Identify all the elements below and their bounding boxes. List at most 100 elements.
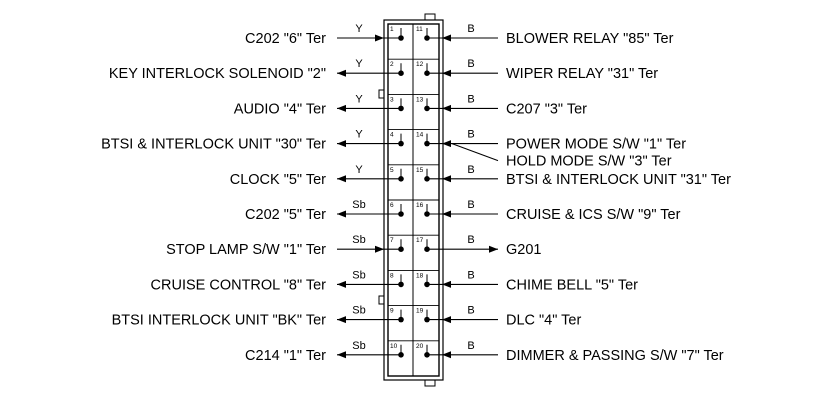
arrow-out [337, 210, 346, 218]
pin-number: 18 [416, 272, 424, 279]
pin-number: 4 [390, 132, 394, 139]
wire-color: B [467, 340, 474, 352]
left-pin-2: 2 Y KEY INTERLOCK SOLENOID "2" [109, 58, 404, 82]
right-pin-17: 17 B G201 [416, 234, 541, 258]
connector-outline [383, 19, 444, 381]
branch-wire [451, 143, 499, 162]
arrow-in [442, 175, 451, 183]
terminal-label: KEY INTERLOCK SOLENOID "2" [109, 66, 326, 82]
right-pin-18: 18 B CHIME BELL "5" Ter [416, 269, 638, 293]
pin-number: 17 [416, 237, 424, 244]
terminal-label: CLOCK "5" Ter [230, 172, 326, 188]
pin-number: 20 [416, 343, 424, 350]
wire-color: Y [355, 93, 363, 105]
pin-number: 2 [390, 61, 394, 68]
arrow-in [442, 316, 451, 324]
terminal-label: STOP LAMP S/W "1" Ter [166, 242, 326, 258]
arrow-in [442, 351, 451, 359]
pin-number: 3 [390, 96, 394, 103]
right-pin-11: 11 B BLOWER RELAY "85" Ter [416, 23, 674, 47]
wire-color: Y [355, 23, 363, 35]
wire-color: B [467, 58, 474, 70]
pin-number: 13 [416, 96, 424, 103]
wire-color: B [467, 93, 474, 105]
pin-number: 19 [416, 308, 424, 315]
arrow-in [442, 210, 451, 218]
terminal-label: CRUISE & ICS S/W "9" Ter [506, 207, 681, 223]
wire-color: Y [355, 58, 363, 70]
wire-color: Sb [352, 199, 365, 211]
hold-mode-branch: HOLD MODE S/W "3" Ter [451, 143, 672, 170]
terminal-label: BLOWER RELAY "85" Ter [506, 31, 674, 47]
terminal-label: BTSI INTERLOCK UNIT "BK" Ter [112, 313, 327, 329]
terminal-label: AUDIO "4" Ter [234, 101, 326, 117]
right-pin-13: 13 B C207 "3" Ter [416, 93, 587, 117]
wire-color: B [467, 234, 474, 246]
pin-number: 8 [390, 272, 394, 279]
wire-color: Sb [352, 305, 365, 317]
arrow-in [442, 280, 451, 288]
arrow-out [337, 316, 346, 324]
connector-body [378, 13, 444, 387]
terminal-label: CRUISE CONTROL "8" Ter [151, 277, 327, 293]
terminal-label: CHIME BELL "5" Ter [506, 277, 638, 293]
pin-number: 12 [416, 61, 424, 68]
connector-latch-bottom [424, 379, 436, 387]
wire-color: B [467, 199, 474, 211]
terminal-label: C214 "1" Ter [245, 348, 326, 364]
wire-color: B [467, 269, 474, 281]
arrow-out [337, 104, 346, 112]
terminal-label: POWER MODE S/W "1" Ter [506, 137, 686, 153]
connector-key-upper [378, 89, 385, 99]
terminal-label: BTSI & INTERLOCK UNIT "31" Ter [506, 172, 731, 188]
arrow-in [442, 69, 451, 77]
terminal-label: WIPER RELAY "31" Ter [506, 66, 658, 82]
arrow-in [375, 34, 384, 42]
terminal-label: C207 "3" Ter [506, 101, 587, 117]
terminal-label: C202 "6" Ter [245, 31, 326, 47]
pin-number: 16 [416, 202, 424, 209]
terminal-label: G201 [506, 242, 541, 258]
pin-number: 15 [416, 167, 424, 174]
pin-number: 14 [416, 132, 424, 139]
connector-key-lower [378, 295, 385, 305]
arrow-out [489, 245, 498, 253]
pin-number: 9 [390, 308, 394, 315]
wire-color: Sb [352, 340, 365, 352]
pin-number: 11 [416, 26, 423, 33]
wire-color: Y [355, 164, 363, 176]
arrow-out [337, 280, 346, 288]
arrow-in [442, 140, 451, 148]
pin-number: 5 [390, 167, 394, 174]
wire-color: B [467, 23, 474, 35]
wire-color: Sb [352, 234, 365, 246]
connector-latch-top [424, 13, 436, 21]
wire-color: B [467, 164, 474, 176]
arrow-in [442, 104, 451, 112]
wire-color: Sb [352, 269, 365, 281]
arrow-in [375, 245, 384, 253]
pin-number: 6 [390, 202, 394, 209]
pin-number: 10 [390, 343, 398, 350]
right-pin-15: 15 B BTSI & INTERLOCK UNIT "31" Ter [416, 164, 731, 188]
wire-color: B [467, 129, 474, 141]
pin-number: 7 [390, 237, 394, 244]
arrow-in [442, 34, 451, 42]
terminal-label: DLC "4" Ter [506, 313, 581, 329]
left-pin-3: 3 Y AUDIO "4" Ter [234, 93, 404, 117]
left-pin-5: 5 Y CLOCK "5" Ter [230, 164, 404, 188]
terminal-label: HOLD MODE S/W "3" Ter [506, 154, 672, 170]
arrow-out [337, 140, 346, 148]
